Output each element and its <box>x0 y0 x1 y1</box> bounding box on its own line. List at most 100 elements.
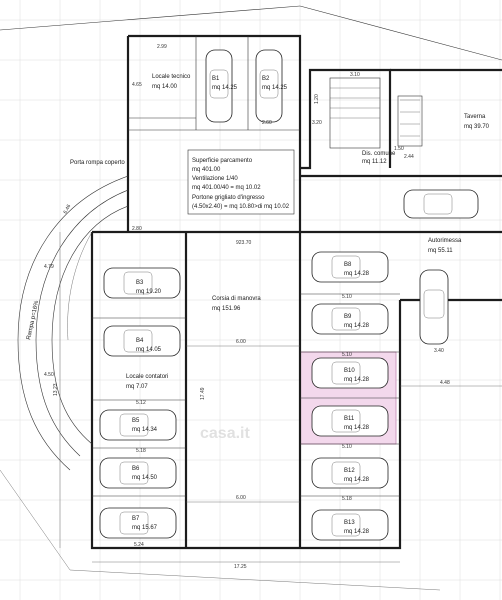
dim-4-50: 4.50 <box>44 372 54 378</box>
box-b11-area: mq 14.28 <box>344 425 370 431</box>
car-b12 <box>311 457 389 489</box>
taverna-label: Taverna <box>464 114 486 120</box>
porta-rompa-label: Porta rompa coperto <box>70 160 125 166</box>
box-b7-id: B7 <box>132 516 140 522</box>
dim-6-46: 6.46 <box>62 203 72 215</box>
elevation-label: 923.70 <box>236 240 252 246</box>
superficie-l4: mq 401.00/40 = mq 10.02 <box>192 185 261 191</box>
superficie-l3: Ventilazione 1/40 <box>192 176 238 182</box>
box-b4-area: mq 14.05 <box>136 347 162 353</box>
car-autorimessa-1 <box>403 189 479 219</box>
box-b2-id: B2 <box>262 76 270 82</box>
corsia-label: Corsia di manovra <box>212 296 261 302</box>
car-b2 <box>255 49 283 123</box>
cars <box>99 49 479 541</box>
top-boxes <box>128 36 300 131</box>
watermark-casa-it: casa.it <box>200 425 250 442</box>
locale-tecnico-height: 4.65 <box>132 82 142 88</box>
superficie-l5: Portone grigliato d'ingresso <box>192 195 265 201</box>
dimension-lines <box>59 232 502 563</box>
dim-5-12: 5.12 <box>136 400 146 406</box>
autorimessa-label: Autorimessa <box>428 238 462 244</box>
rampa-label: Rampa p=16% <box>26 300 40 341</box>
box-b10-id: B10 <box>344 368 355 374</box>
dim-6-00-bottom: 6.00 <box>236 495 246 501</box>
dim-1-50: 1.50 <box>394 146 404 152</box>
box-b8-area: mq 14.28 <box>344 271 370 277</box>
locale-tecnico-label: Locale tecnico <box>152 74 191 80</box>
car-b9 <box>311 303 389 335</box>
autorimessa-area: mq 55.11 <box>428 248 453 254</box>
dim-2-44: 2.44 <box>404 154 414 160</box>
dim-3-40: 3.40 <box>434 348 444 354</box>
dim-17-49: 17.49 <box>200 387 206 400</box>
stairwell <box>329 77 423 149</box>
dim-5-10-a: 5.10 <box>342 294 352 300</box>
dim-total-width: 17.25 <box>234 564 247 570</box>
box-b5-area: mq 14.34 <box>132 427 158 433</box>
box-b6-area: mq 14.50 <box>132 475 158 481</box>
box-b7-area: mq 15.67 <box>132 525 158 531</box>
dim-6-00-top: 6.00 <box>236 339 246 345</box>
box-b12-area: mq 14.28 <box>344 477 370 483</box>
box-b5-id: B5 <box>132 418 140 424</box>
ramp <box>17 175 129 471</box>
car-b3 <box>103 267 181 299</box>
box-b11-id: B11 <box>344 416 355 422</box>
dim-5-18-right: 5.18 <box>342 496 352 502</box>
superficie-l2: mq 401.00 <box>192 167 221 173</box>
car-b13 <box>311 509 389 541</box>
locale-contatori-label: Locale contatori <box>126 374 168 380</box>
dim-2-80: 2.80 <box>132 226 142 232</box>
taverna-area: mq 39.70 <box>464 124 490 130</box>
box-b1-id: B1 <box>212 76 220 82</box>
corsia-area: mq 151.96 <box>212 306 241 312</box>
dim-5-24: 5.24 <box>134 542 144 548</box>
dis-comune-area: mq 11.12 <box>362 159 387 165</box>
box-b3-id: B3 <box>136 280 144 286</box>
dim-3-20: 3.20 <box>312 120 322 126</box>
left-box-dividers <box>92 317 186 497</box>
box-b13-area: mq 14.28 <box>344 529 370 535</box>
dim-3-10: 3.10 <box>350 72 360 78</box>
car-b10 <box>311 357 389 389</box>
dim-5-10-c: 5.10 <box>342 444 352 450</box>
dim-5-18: 5.18 <box>136 448 146 454</box>
car-b8 <box>311 251 389 283</box>
box-b9-id: B9 <box>344 314 352 320</box>
car-b7 <box>99 507 177 539</box>
car-b11 <box>311 405 389 437</box>
car-autorimessa-2 <box>419 269 449 345</box>
site-boundary <box>0 5 502 591</box>
locale-contatori-area: mq 7.07 <box>126 384 148 390</box>
dim-5-10-b: 5.10 <box>342 352 352 358</box>
box-b1-area: mq 14.25 <box>212 85 238 91</box>
locale-tecnico-width: 2.99 <box>157 44 167 50</box>
locale-tecnico-area: mq 14.00 <box>152 84 178 90</box>
dim-4-48: 4.48 <box>440 380 450 386</box>
car-b5 <box>99 409 177 441</box>
dis-comune-label: Dis. comune <box>362 151 396 157</box>
box-b6-id: B6 <box>132 466 140 472</box>
box-b10-area: mq 14.28 <box>344 377 370 383</box>
dim-4-79: 4.79 <box>44 264 54 270</box>
box-b3-area: mq 19.20 <box>136 289 162 295</box>
dim-left-height: 13.23 <box>53 383 59 396</box>
right-box-dividers <box>300 293 400 497</box>
car-b6 <box>99 457 177 489</box>
box-b4-id: B4 <box>136 338 144 344</box>
superficie-l1: Superficie parcamento <box>192 158 253 164</box>
superficie-l6: (4.50x2.40) = mq 10.80>di mq 10.02 <box>192 204 290 210</box>
box-b2-area: mq 14.25 <box>262 85 288 91</box>
dim-1-20: 1.20 <box>314 94 320 104</box>
box-b9-area: mq 14.28 <box>344 323 370 329</box>
box-b8-id: B8 <box>344 262 352 268</box>
outer-walls <box>90 34 502 550</box>
car-b1 <box>205 49 233 123</box>
box-b13-id: B13 <box>344 520 355 526</box>
car-b4 <box>103 325 181 357</box>
superficie-box <box>187 149 295 215</box>
box-b12-id: B12 <box>344 468 355 474</box>
dim-2-60: 2.60 <box>262 120 272 126</box>
